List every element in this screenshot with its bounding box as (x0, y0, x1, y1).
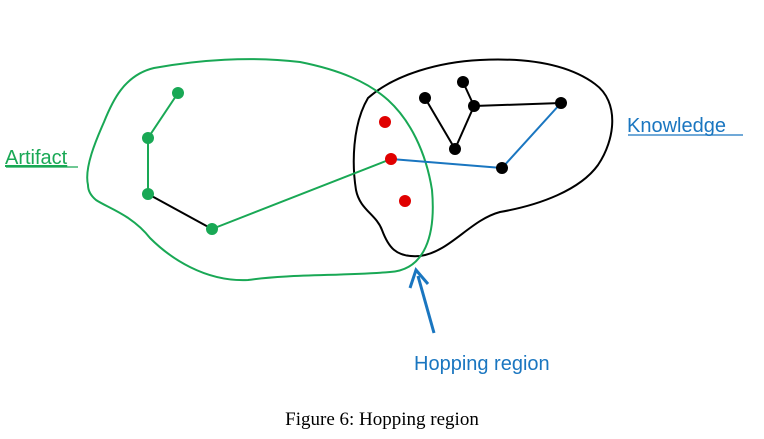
knowledge-node (555, 97, 567, 109)
artifact-label: Artifact (5, 147, 68, 169)
knowledge-edge (473, 102, 562, 107)
knowledge-node (496, 162, 508, 174)
hopping-arrow-shaft (416, 275, 436, 334)
artifact-region (86, 58, 434, 282)
figure-caption: Figure 6: Hopping region (285, 409, 479, 430)
hopping-arrow-head (408, 267, 430, 289)
knowledge-node (449, 143, 461, 155)
artifact-node (206, 223, 218, 235)
artifact-node (142, 188, 154, 200)
artifact-edge (147, 193, 213, 230)
knowledge-node (419, 92, 431, 104)
artifact-node (172, 87, 184, 99)
artifact-edge (211, 158, 392, 230)
knowledge-node (468, 100, 480, 112)
knowledge-label: Knowledge (627, 115, 726, 137)
knowledge-edge (424, 97, 456, 150)
knowledge-node (457, 76, 469, 88)
knowledge-region (352, 58, 614, 258)
hopping-node (379, 116, 391, 128)
link-edge (501, 102, 562, 169)
artifact-edge (147, 92, 179, 139)
hopping-region-label: Hopping region (414, 353, 550, 375)
knowledge-edge (454, 105, 475, 150)
link-edge (390, 158, 503, 169)
artifact-node (142, 132, 154, 144)
hopping-node (385, 153, 397, 165)
hopping-node (399, 195, 411, 207)
